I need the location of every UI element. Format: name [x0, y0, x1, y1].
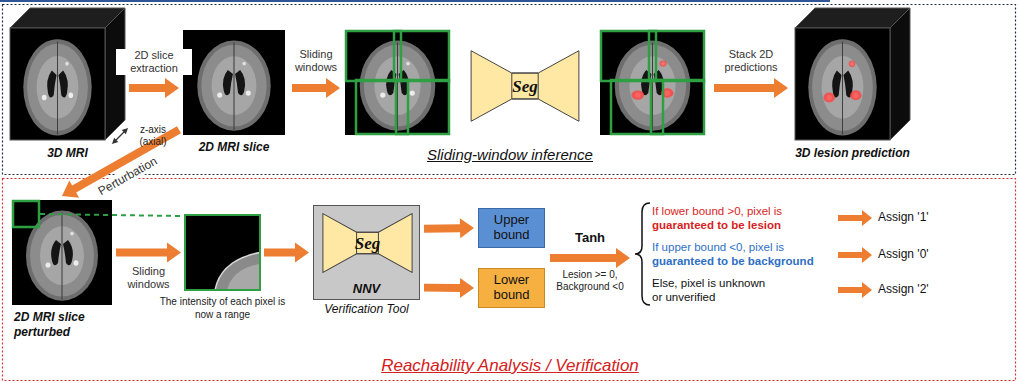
image-caption: 3D lesion prediction — [786, 146, 920, 161]
annotation: Assign '2' — [878, 282, 929, 296]
mri-cube — [10, 8, 125, 140]
flow-arrow — [550, 248, 630, 268]
perturbed-slice: 2D MRI slice perturbed — [12, 200, 112, 305]
range-patch-image — [185, 215, 260, 290]
annotation: Sliding-window inference — [420, 146, 600, 164]
seg-network: Seg — [322, 213, 413, 273]
annotation: guaranteed to be background — [652, 254, 814, 268]
section-frame — [3, 179, 1016, 381]
annotation: Stack 2D predictions — [716, 48, 786, 74]
mri-volume: 3D MRI — [10, 8, 125, 140]
axis-arrow — [112, 128, 128, 144]
windowed-slice — [345, 30, 450, 135]
annotation: If lower bound >0, pixel is — [652, 204, 782, 218]
annotation: If upper bound <0, pixel is — [652, 240, 784, 254]
curly-brace — [635, 203, 650, 305]
annotation: Reachability Analysis / Verification — [330, 356, 690, 376]
flow-arrow — [838, 210, 872, 226]
annotation: Lesion >= 0, Background <0 — [548, 269, 632, 293]
flow-arrow — [838, 282, 872, 298]
flow-arrow — [264, 243, 309, 263]
tool-caption: Verification Tool — [294, 302, 439, 316]
lower-bound-box: Lower bound — [478, 268, 545, 308]
annotation: Assign '0' — [878, 247, 929, 261]
image-caption: 2D MRI slice — [179, 140, 289, 155]
mri-slice-image — [183, 30, 285, 135]
annotation: Tanh — [560, 230, 620, 246]
seg-network: Seg — [470, 50, 580, 122]
image-caption: The intensity of each pixel is now a ran… — [159, 296, 287, 321]
network-label: Seg — [322, 235, 413, 252]
range-patch: The intensity of each pixel is now a ran… — [185, 215, 260, 290]
lesion-volume: 3D lesion prediction — [795, 8, 910, 140]
tool-name: NNV — [314, 282, 419, 296]
annotation: Sliding windows — [286, 48, 346, 74]
flow-arrow — [714, 78, 788, 98]
image-caption: 3D MRI — [13, 146, 123, 161]
annotation: z-axis (axial) — [132, 124, 174, 148]
windowed-prediction — [600, 30, 705, 135]
box-label: Upper bound — [482, 213, 541, 243]
verification-tool: NNVVerification ToolSeg — [313, 205, 420, 300]
flow-arrow — [129, 78, 179, 98]
flow-arrow — [424, 218, 474, 238]
edge-label: Perturbation — [94, 153, 161, 200]
header-rule — [0, 0, 830, 2]
box-label: Lower bound — [482, 273, 541, 303]
network-label: Seg — [470, 78, 580, 95]
upper-bound-box: Upper bound — [478, 208, 545, 248]
annotation: guaranteed to be lesion — [652, 218, 781, 232]
edge-label: 2D slice extraction — [116, 49, 192, 75]
flow-arrow — [116, 243, 181, 263]
annotation: Assign '1' — [878, 210, 929, 224]
image-caption: 2D MRI slice perturbed — [14, 310, 124, 340]
mri-slice: 2D MRI slice — [183, 30, 285, 135]
encoder-decoder-outline — [323, 214, 412, 273]
flow-arrow — [292, 78, 340, 98]
zoom-leader — [40, 214, 183, 216]
section-frame — [3, 5, 1016, 175]
lesion-cube — [795, 8, 910, 140]
flow-arrow — [424, 278, 474, 298]
flow-arrow — [838, 247, 872, 263]
edge-label: Sliding windows — [117, 265, 181, 291]
annotation: Else, pixel is unknown or unverified — [652, 276, 778, 304]
